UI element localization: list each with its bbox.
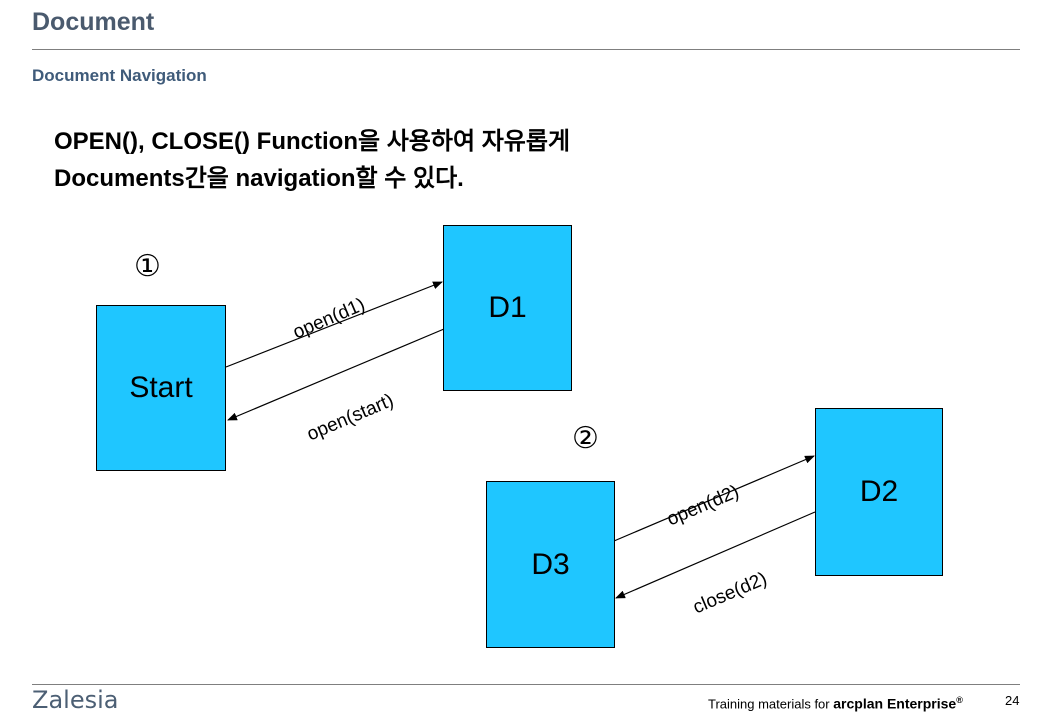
- d1-document-box: D1: [443, 225, 572, 391]
- zalesia-logo: Zalesia: [32, 686, 119, 714]
- step-2-marker: ②: [572, 422, 599, 455]
- page-number: 24: [1005, 693, 1020, 708]
- page-title: Document: [32, 8, 155, 36]
- slide-heading: OPEN(), CLOSE() Function을 사용하여 자유롭게 Docu…: [54, 123, 570, 197]
- d2-document-box: D2: [815, 408, 943, 576]
- heading-line-2: Documents간을 navigation할 수 있다.: [54, 165, 464, 192]
- footer-product: arcplan Enterprise: [833, 695, 957, 712]
- footer-prefix: Training materials for: [708, 696, 830, 712]
- footer-caption: Training materials for arcplan Enterpris…: [708, 695, 963, 711]
- arrow-open-d1: [225, 281, 443, 368]
- footer-divider: [32, 684, 1020, 685]
- heading-line-1: OPEN(), CLOSE() Function을 사용하여 자유롭게: [54, 128, 571, 155]
- footer-registered-mark: ®: [956, 695, 963, 705]
- d3-document-box: D3: [486, 481, 615, 648]
- start-document-box: Start: [96, 305, 226, 471]
- page-subtitle: Document Navigation: [32, 66, 207, 85]
- step-1-marker: ①: [134, 250, 161, 283]
- arrow-open-start: [227, 328, 445, 421]
- arrow-open-d2: [613, 455, 815, 542]
- arrow-close-d2: [615, 511, 816, 599]
- header-divider: [32, 49, 1020, 50]
